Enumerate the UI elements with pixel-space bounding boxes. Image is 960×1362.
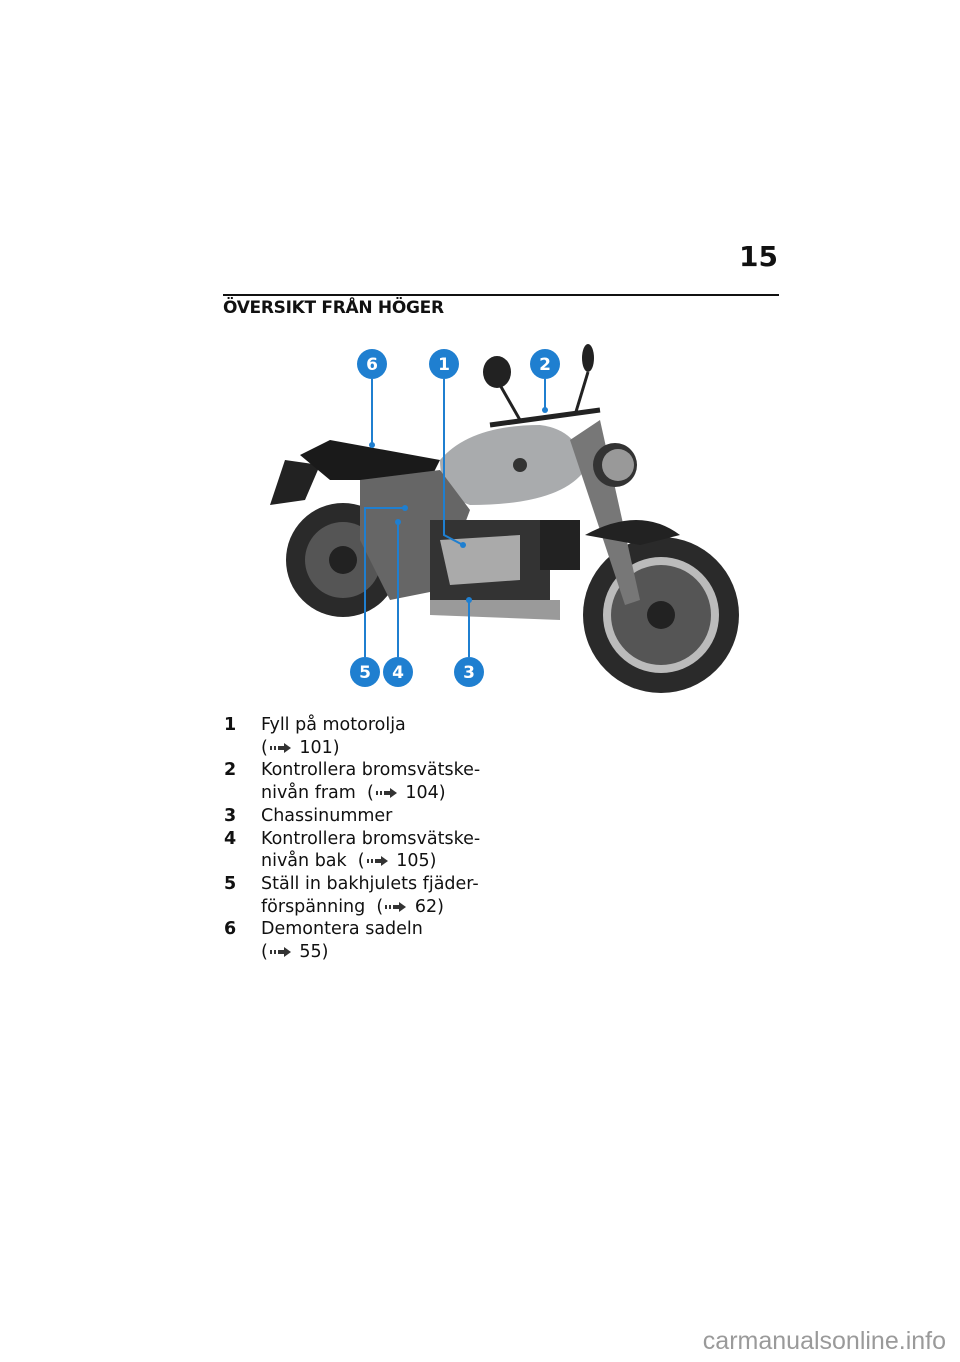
callout-4: 4	[383, 657, 413, 687]
page-reference-link[interactable]: ( 104)	[366, 783, 446, 804]
item-text: Fyll på motorolja	[261, 715, 406, 735]
callout-5: 5	[350, 657, 380, 687]
item-number: 2	[224, 760, 237, 781]
callout-3: 3	[454, 657, 484, 687]
svg-text:6: 6	[366, 355, 378, 375]
page-reference-arrow-icon	[269, 947, 291, 958]
svg-text:4: 4	[392, 663, 404, 683]
item-text: Kontrollera bromsvätske-	[261, 760, 481, 781]
page-reference-link[interactable]: ( 101)	[261, 737, 340, 758]
motorcycle-illustration: 6 1 2 5 4 3	[270, 344, 739, 693]
item-text-cont: förspänning	[261, 896, 366, 917]
heading-rule	[223, 294, 779, 296]
page-reference-arrow-icon	[269, 742, 291, 753]
item-text: Chassinummer	[261, 805, 393, 826]
svg-text:2: 2	[539, 355, 551, 375]
item-text: Ställ in bakhjulets fjäder-	[261, 873, 479, 894]
svg-text:5: 5	[359, 663, 371, 683]
page-reference-link[interactable]: ( 105)	[357, 851, 437, 872]
legend-item: 4 Kontrollera bromsvätske-nivån bak ( 105…	[224, 828, 491, 873]
motorcycle-image	[270, 344, 739, 693]
leader-lines	[364, 379, 546, 657]
legend-item: 1 Fyll på motorolja( 101)	[224, 714, 491, 759]
watermark: carmanualsonline.info	[702, 1327, 946, 1355]
item-number: 1	[224, 715, 237, 735]
callout-1: 1	[429, 349, 459, 379]
page-reference-arrow-icon	[366, 856, 388, 867]
callout-6: 6	[357, 349, 387, 379]
item-text: Demontera sadeln	[261, 919, 423, 940]
item-text: Kontrollera bromsvätske-	[261, 828, 481, 849]
legend-item: 2 Kontrollera bromsvätske-nivån fram ( 10…	[224, 759, 491, 804]
item-text-cont: nivån bak	[261, 851, 347, 872]
page-number: 15	[739, 240, 778, 273]
page-reference-link[interactable]: ( 55)	[261, 942, 329, 963]
svg-text:1: 1	[438, 355, 450, 375]
page-reference-arrow-icon	[385, 901, 407, 912]
legend-item: 3 Chassinummer	[224, 805, 491, 828]
item-text-cont: nivån fram	[261, 783, 356, 804]
legend-item: 6 Demontera sadeln( 55)	[224, 918, 491, 963]
page-reference-arrow-icon	[375, 788, 397, 799]
item-number: 4	[224, 828, 237, 849]
callout-2: 2	[530, 349, 560, 379]
svg-text:3: 3	[463, 663, 475, 683]
page-reference-link[interactable]: ( 62)	[376, 896, 444, 917]
section-title: ÖVERSIKT FRÅN HÖGER	[223, 298, 444, 318]
item-number: 5	[224, 873, 237, 894]
item-number: 6	[224, 919, 237, 940]
item-number: 3	[224, 805, 237, 826]
